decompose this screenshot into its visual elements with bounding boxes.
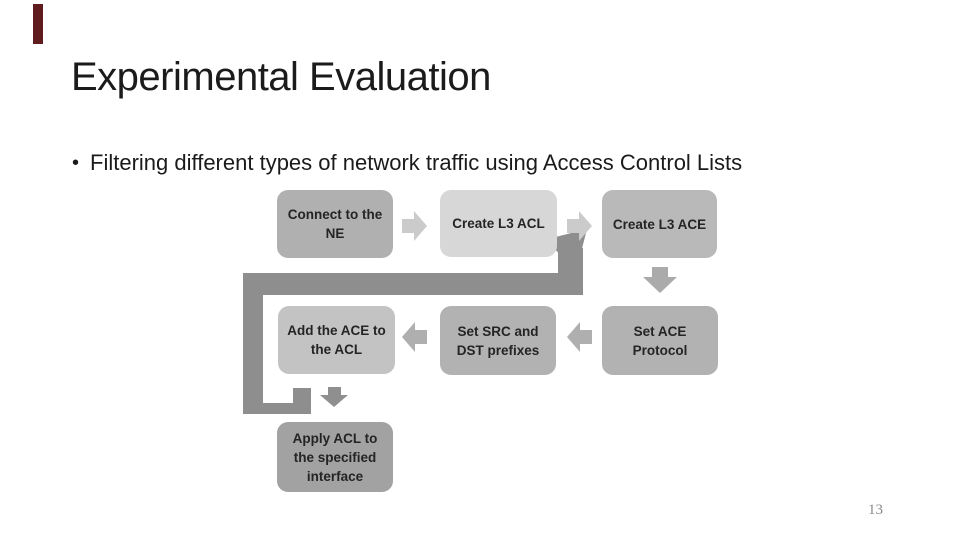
flow-step-connect-to-ne: Connect to the NE (277, 190, 393, 258)
bullet-icon: • (72, 151, 80, 174)
flow-step-label: Add the ACE to the ACL (287, 323, 386, 357)
accent-bar (33, 4, 43, 44)
bullet-text: Filtering different types of network tra… (90, 150, 743, 175)
flow-step-label: Set ACE Protocol (632, 323, 688, 358)
flow-step-label: Apply ACL to the specified interface (292, 430, 378, 484)
flow-step-label: Set SRC and DST prefixes (456, 323, 540, 358)
arrow-down-icon (643, 267, 677, 293)
flow-step-set-src-dst-prefixes: Set SRC and DST prefixes (440, 306, 556, 375)
arrow-right-icon (402, 211, 427, 241)
arrow-left-icon (402, 322, 427, 352)
arrow-left-icon (567, 322, 592, 352)
flow-step-label: Connect to the NE (287, 207, 383, 241)
flow-step-apply-acl-to-interface: Apply ACL to the specified interface (277, 422, 393, 492)
flow-step-create-l3-acl: Create L3 ACL (440, 190, 557, 257)
flow-step-create-l3-ace: Create L3 ACE (602, 190, 717, 258)
page-number: 13 (868, 502, 883, 518)
flow-step-label: Create L3 ACE (612, 216, 707, 232)
slide-title: Experimental Evaluation (71, 55, 491, 99)
flow-step-set-ace-protocol: Set ACE Protocol (602, 306, 718, 375)
flow-step-label: Create L3 ACL (452, 216, 545, 231)
arrow-down-icon (320, 387, 348, 407)
flow-step-add-ace-to-acl: Add the ACE to the ACL (278, 306, 395, 374)
arrow-right-icon (567, 211, 592, 241)
bullet-line: • Filtering different types of network t… (72, 150, 742, 176)
